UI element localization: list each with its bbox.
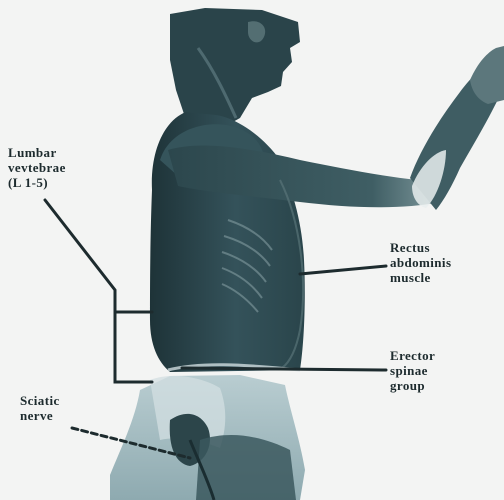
label-sciatic-nerve: Sciatic nerve xyxy=(20,393,60,423)
label-lumbar-vertebrae: Lumbar vevtebrae (L 1-5) xyxy=(8,145,66,190)
label-rectus-abdominis: Rectus abdominis muscle xyxy=(390,240,451,285)
leader-rectus xyxy=(300,266,386,274)
leader-lumbar-bracket xyxy=(115,312,152,382)
head xyxy=(170,8,300,130)
leader-lumbar xyxy=(45,200,152,312)
label-erector-spinae: Erector spinae group xyxy=(390,348,435,393)
leader-erector xyxy=(182,368,386,370)
